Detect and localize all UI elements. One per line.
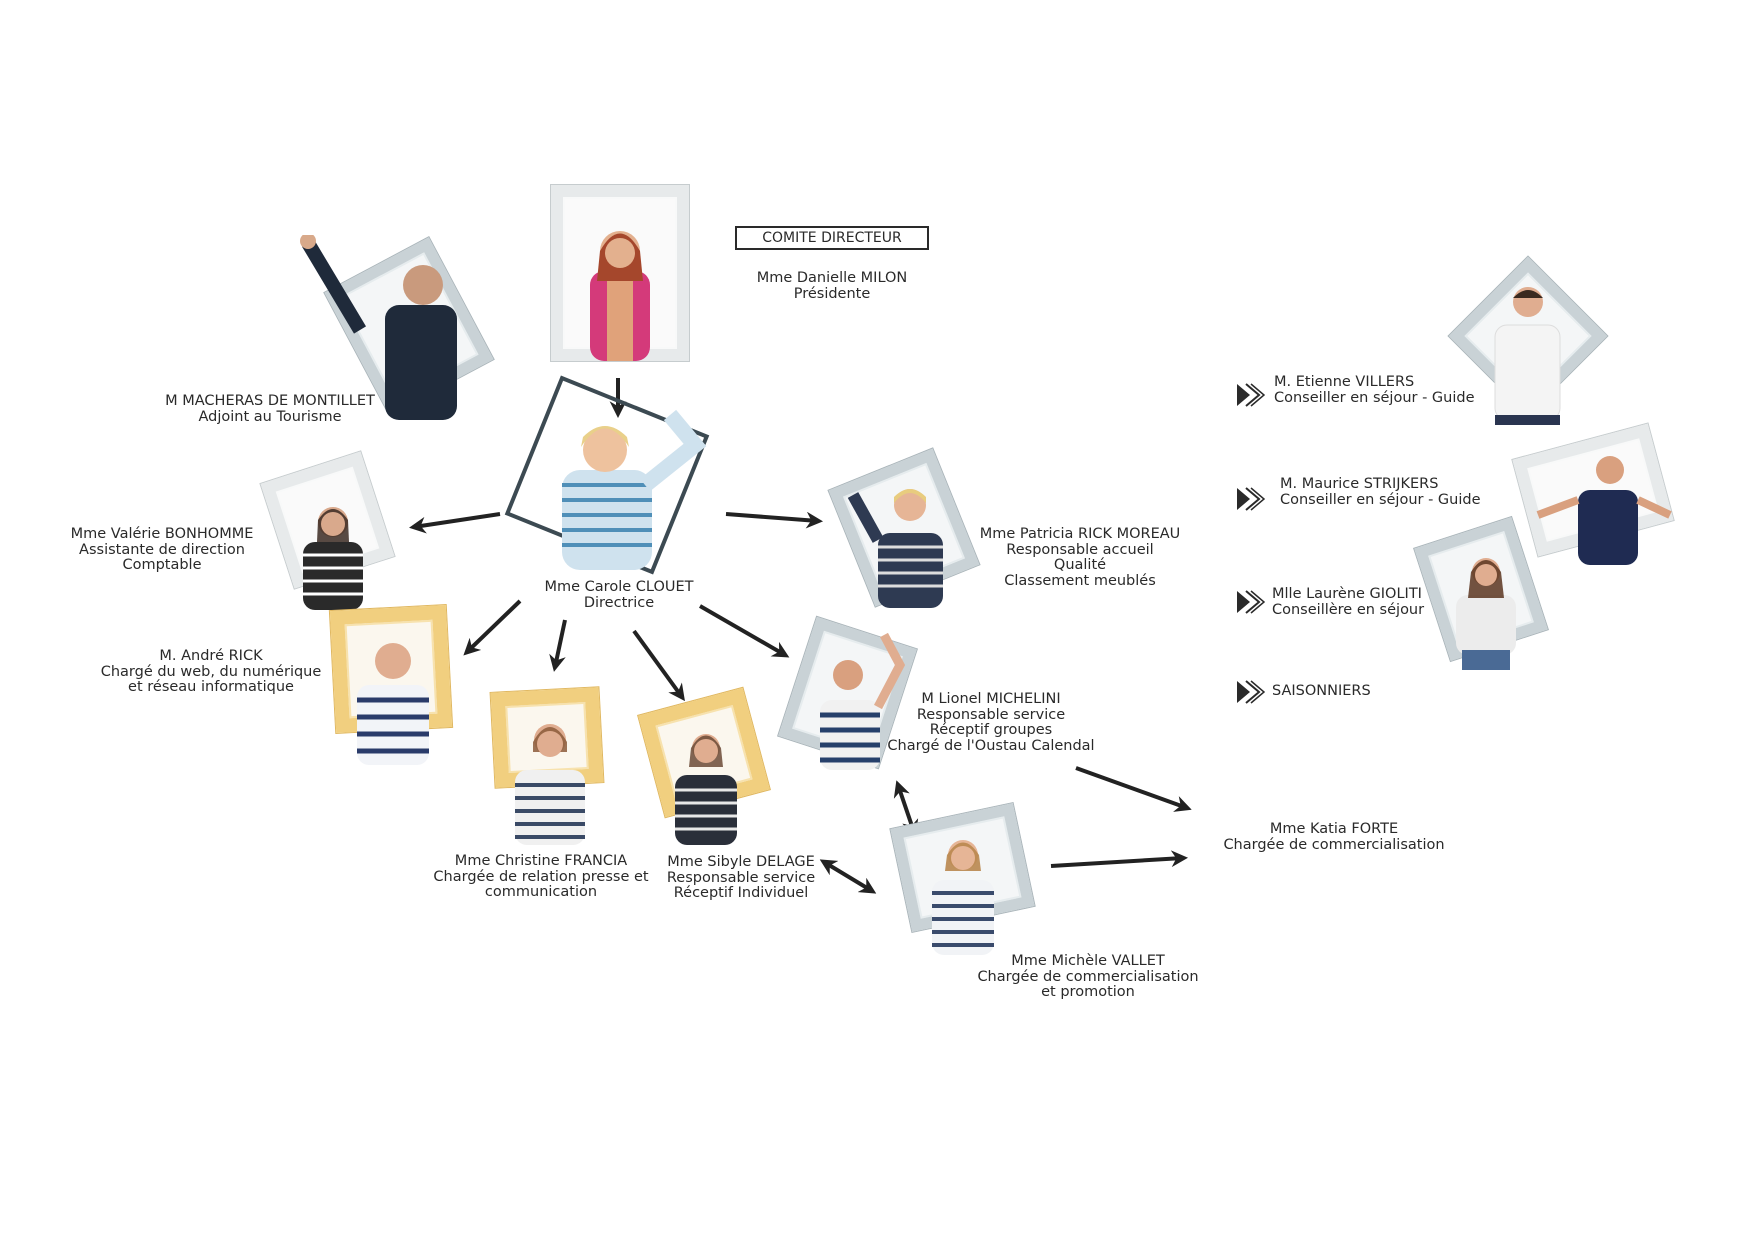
photo-strijkers: [1508, 420, 1678, 565]
arrow-icon: [725, 511, 824, 529]
photo-adjoint: [300, 235, 500, 420]
person-role: Comptable: [122, 557, 202, 573]
double-triangle-bullet-icon: [1237, 487, 1265, 511]
photo-michelini: [778, 616, 920, 775]
person-role: Réceptif groupes: [929, 722, 1053, 738]
person-role: Conseiller en séjour - Guide: [1280, 491, 1481, 508]
person-role: Adjoint au Tourisme: [198, 408, 342, 425]
person-figure-icon: [1494, 287, 1561, 425]
person-figure-icon: [515, 724, 585, 845]
person-role: Conseiller en séjour - Guide: [1274, 389, 1475, 406]
person-figure-icon: [300, 235, 457, 420]
person-name: Mme Sibyle DELAGE: [667, 854, 815, 870]
person-role: Chargé de l'Oustau Calendal: [887, 737, 1095, 754]
person-role: Conseillère en séjour: [1272, 601, 1425, 618]
person-role: Qualité: [1053, 557, 1107, 573]
rick-moreau-label: Mme Patricia RICK MOREAU Responsable acc…: [979, 526, 1181, 589]
person-role: Chargée de relation presse et: [433, 868, 649, 885]
directrice-label: Mme Carole CLOUET Directrice: [544, 579, 694, 611]
double-triangle-bullet-icon: [1237, 383, 1265, 407]
person-figure-icon: [1456, 558, 1516, 670]
person-name: SAISONNIERS: [1272, 683, 1371, 699]
gioliti-label: Mlle Laurène GIOLITI Conseillère en séjo…: [1272, 586, 1425, 618]
adjoint-label: M MACHERAS DE MONTILLET Adjoint au Touri…: [165, 393, 375, 425]
person-name: M. Maurice STRIJKERS: [1280, 476, 1439, 492]
person-name: Mme Patricia RICK MOREAU: [979, 526, 1181, 542]
arrow-icon: [409, 512, 501, 534]
person-name: Mme Katia FORTE: [1269, 821, 1399, 837]
photo-rick-moreau: [828, 448, 980, 610]
person-role: Réceptif Individuel: [673, 885, 809, 901]
forte-label: Mme Katia FORTE Chargée de commercialisa…: [1223, 821, 1445, 853]
double-triangle-bullet-icon: [1237, 680, 1265, 704]
arrow-icon: [1075, 766, 1192, 812]
person-role: et réseau informatique: [128, 679, 294, 695]
person-name: Mme Michèle VALLET: [1011, 953, 1165, 969]
person-role: Responsable service: [916, 706, 1066, 723]
person-figure-icon: [932, 840, 994, 955]
person-name: M MACHERAS DE MONTILLET: [165, 393, 375, 409]
person-figure-icon: [847, 489, 943, 608]
vallet-label: Mme Michèle VALLET Chargée de commercial…: [977, 953, 1199, 1001]
person-role: Responsable accueil: [1006, 541, 1154, 558]
michelini-label: M Lionel MICHELINI Responsable service R…: [887, 691, 1095, 754]
photo-bonhomme: [260, 450, 403, 610]
person-figure-icon: [675, 734, 737, 845]
person-name: Mme Danielle MILON: [756, 270, 908, 286]
person-role: Présidente: [793, 285, 871, 302]
villers-label: M. Etienne VILLERS Conseiller en séjour …: [1274, 374, 1475, 406]
person-role: Directrice: [583, 594, 655, 611]
person-role: Chargé du web, du numérique: [100, 663, 322, 680]
photo-directrice: [504, 375, 715, 575]
person-name: Mme Carole CLOUET: [544, 579, 694, 595]
arrow-icon: [699, 604, 790, 658]
person-role: communication: [484, 884, 598, 900]
rick-andre-label: M. André RICK Chargé du web, du numériqu…: [100, 648, 322, 696]
person-figure-icon: [590, 231, 650, 361]
person-name: M. André RICK: [159, 648, 263, 664]
person-name: Mlle Laurène GIOLITI: [1272, 586, 1422, 602]
person-name: Mme Valérie BONHOMME: [70, 526, 254, 542]
person-role: et promotion: [1041, 984, 1135, 1000]
person-role: Responsable service: [666, 869, 816, 886]
photo-rick-andre: [329, 605, 455, 765]
photo-gioliti: [1414, 517, 1553, 670]
strijkers-label: M. Maurice STRIJKERS Conseiller en séjou…: [1280, 476, 1481, 508]
person-name: M Lionel MICHELINI: [921, 691, 1061, 707]
double-triangle-bullet-icon: [1237, 590, 1265, 614]
arrow-icon: [1050, 850, 1189, 868]
person-role: Classement meublés: [1004, 572, 1156, 589]
arrow-icon: [819, 859, 877, 894]
francia-label: Mme Christine FRANCIA Chargée de relatio…: [433, 853, 649, 901]
photo-president: [551, 185, 689, 361]
person-figure-icon: [562, 409, 707, 570]
arrow-icon: [632, 629, 685, 702]
person-role: Chargée de commercialisation: [977, 968, 1199, 985]
delage-label: Mme Sibyle DELAGE Responsable service Ré…: [666, 854, 816, 902]
president-label: Mme Danielle MILON Présidente: [756, 270, 908, 302]
photo-francia: [490, 687, 608, 845]
photo-delage: [638, 687, 770, 845]
person-figure-icon: [820, 632, 906, 770]
person-role: Assistante de direction: [79, 541, 245, 558]
arrow-icon: [549, 619, 567, 672]
comite-directeur-title: COMITE DIRECTEUR: [735, 226, 929, 250]
photo-vallet: [880, 803, 1045, 955]
person-figure-icon: [1536, 456, 1672, 565]
person-role: Chargée de commercialisation: [1223, 836, 1445, 853]
person-name: Mme Christine FRANCIA: [454, 853, 628, 869]
person-name: M. Etienne VILLERS: [1274, 374, 1415, 390]
arrow-icon: [463, 599, 522, 656]
photo-villers: [1440, 250, 1620, 425]
bonhomme-label: Mme Valérie BONHOMME Assistante de direc…: [70, 526, 254, 574]
saisonniers-label: SAISONNIERS: [1272, 683, 1371, 700]
person-figure-icon: [303, 507, 363, 610]
person-figure-icon: [357, 643, 429, 765]
